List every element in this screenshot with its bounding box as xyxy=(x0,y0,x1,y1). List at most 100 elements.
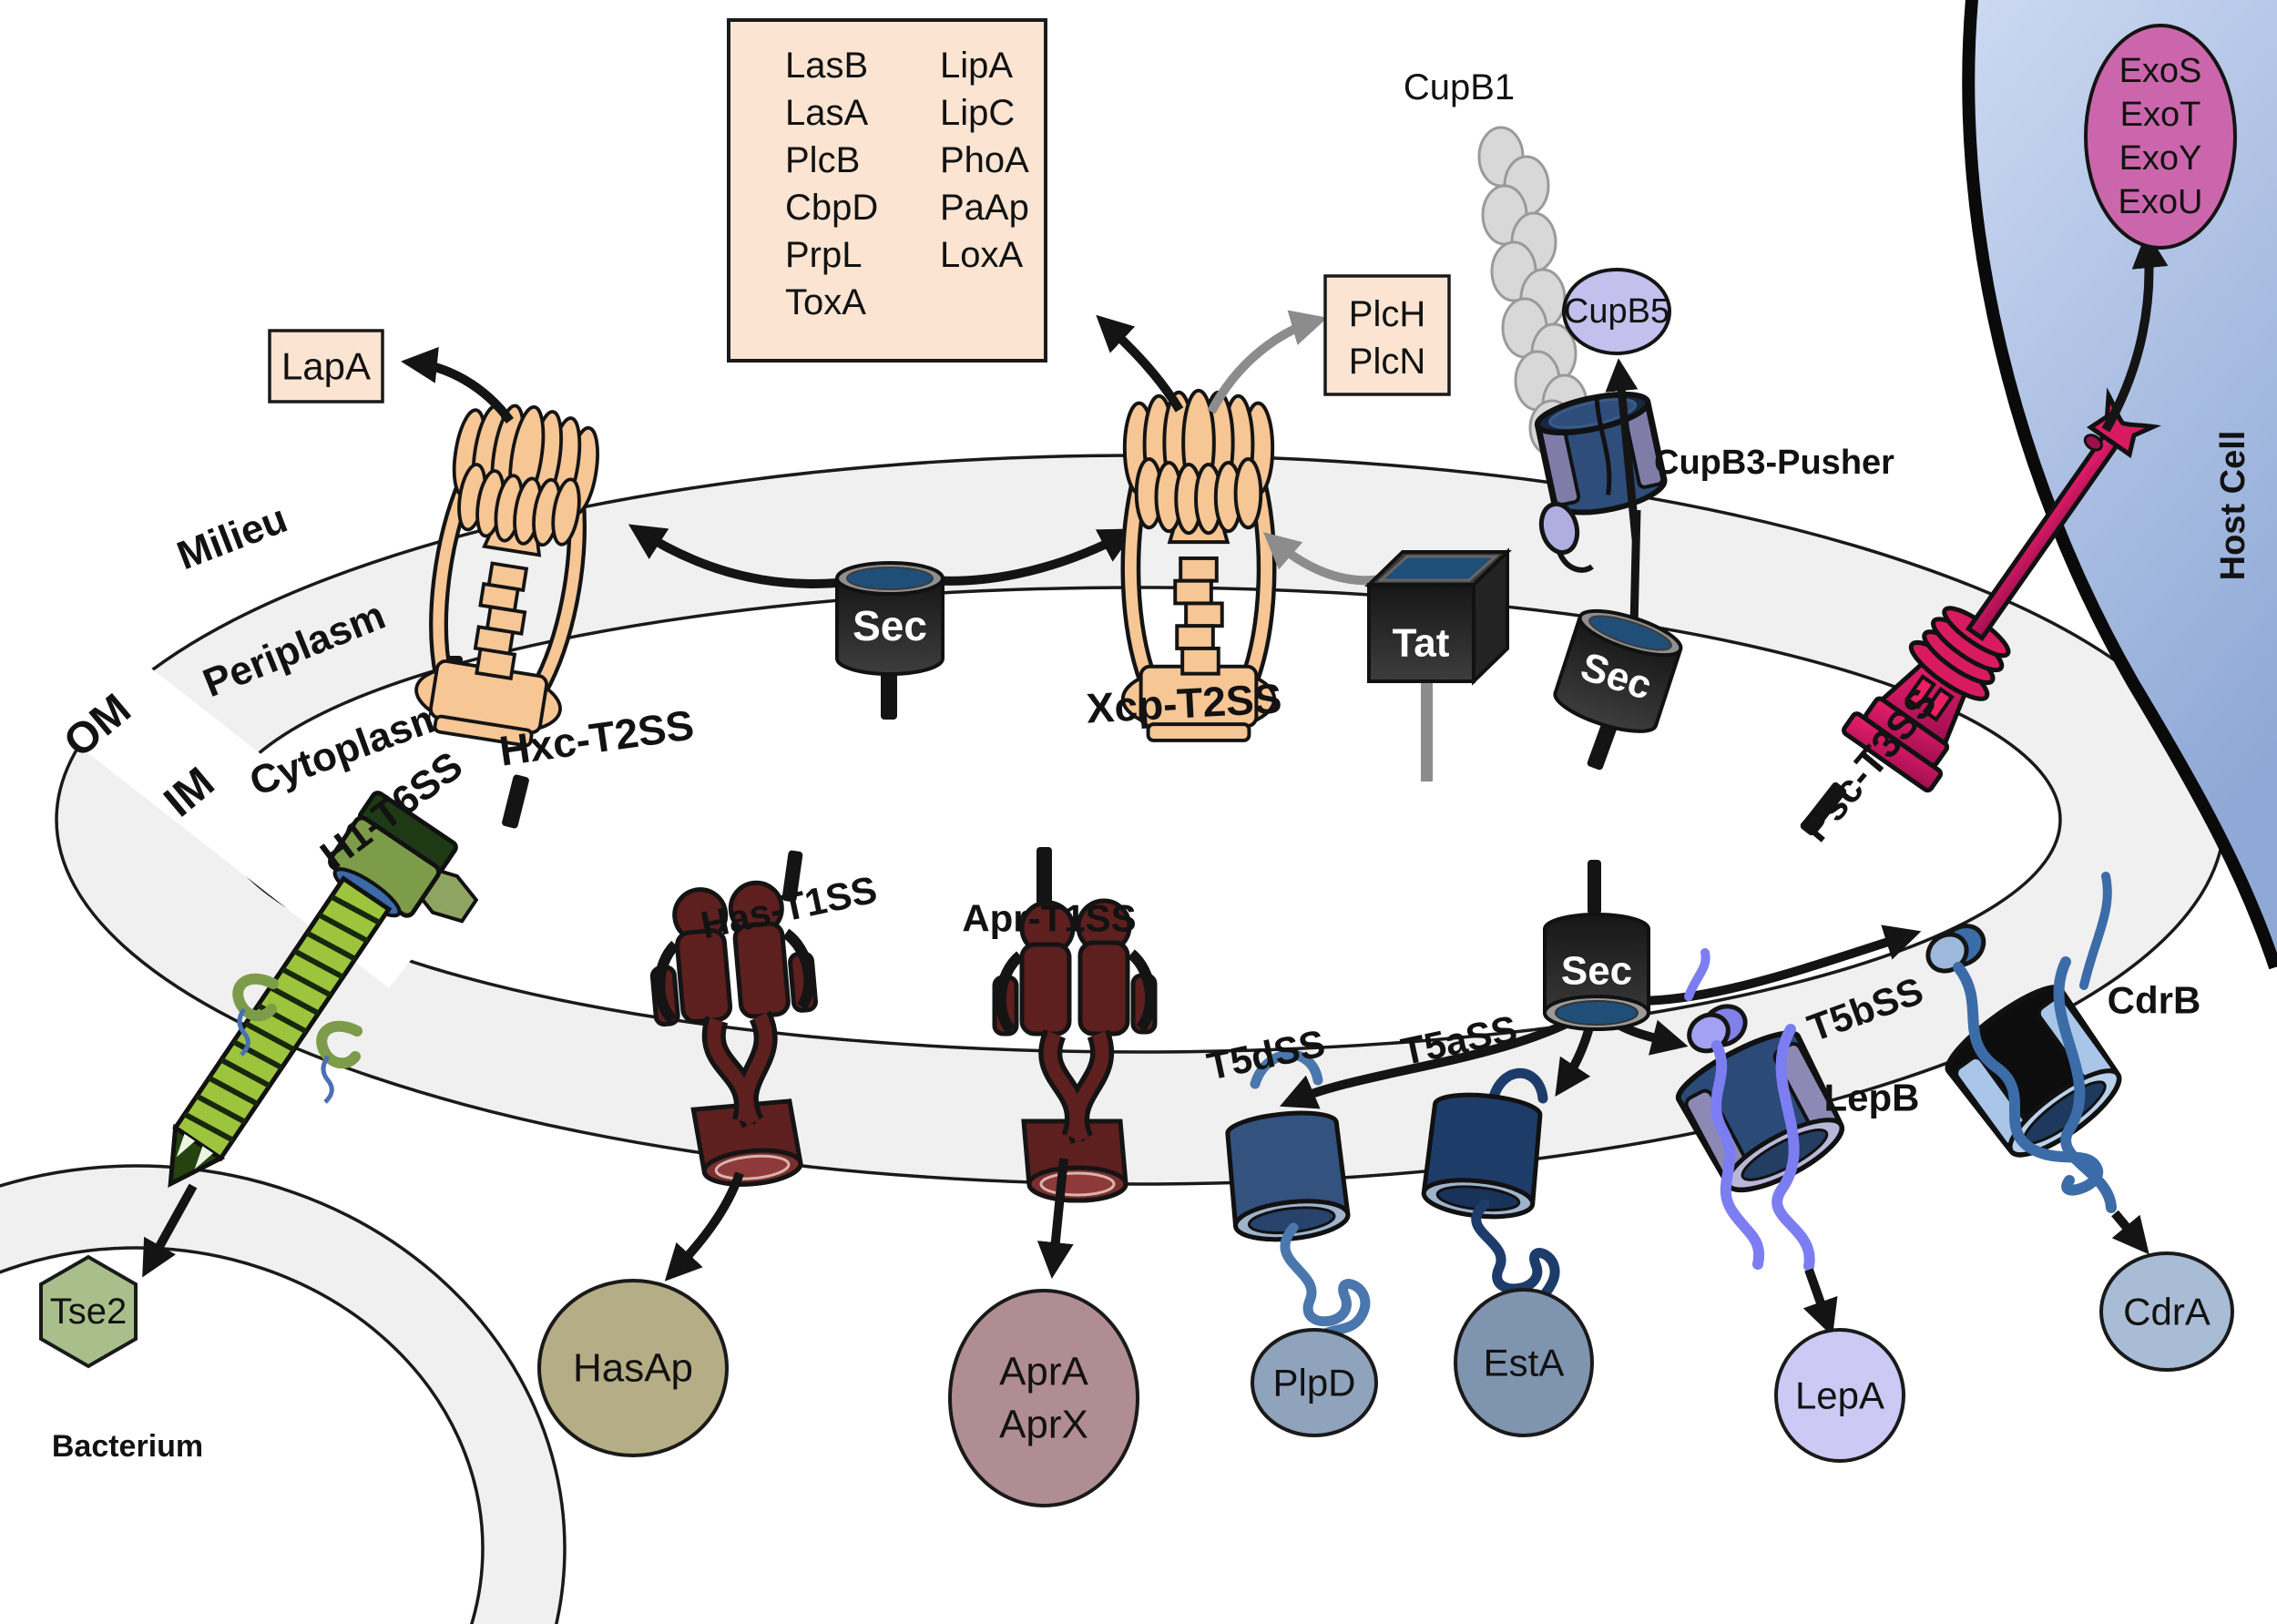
lepb-passenger-top xyxy=(1684,948,1710,1001)
hxc-t2ss-machine-icon xyxy=(410,395,606,750)
lepa-ellipse xyxy=(1774,1328,1905,1463)
substrate-plcb: PlcB xyxy=(785,140,860,180)
platform-bar-sec2 xyxy=(1587,716,1619,771)
host-cell-body xyxy=(1968,0,2277,967)
cdrb-barrel xyxy=(1945,985,2122,1158)
esta-ellipse xyxy=(1454,1288,1594,1437)
host-cell-membrane xyxy=(1962,0,2277,970)
substrate-loxa: LoxA xyxy=(940,235,1023,275)
substrate-lasb: LasB xyxy=(785,46,868,86)
substrate-lipc: LipC xyxy=(940,93,1015,133)
label-tat: Tat xyxy=(1393,621,1450,666)
label-sec-3: Sec xyxy=(1561,949,1632,994)
platform-bar-has xyxy=(781,850,803,903)
plpd-ellipse xyxy=(1251,1328,1378,1437)
substrate-cbpd: CbpD xyxy=(785,188,878,228)
label-cupb1: CupB1 xyxy=(1404,67,1515,107)
t2ss-substrate-list: LasB LasA PlcB CbpD PrpL ToxA LipA LipC … xyxy=(785,46,1029,322)
platform-bar-sec1 xyxy=(881,665,897,720)
label-lepa: LepA xyxy=(1795,1374,1884,1417)
platform-bar-h1 xyxy=(502,774,529,829)
label-cupb3-pusher: CupB3-Pusher xyxy=(1654,444,1894,482)
t3ss-effector-ellipse xyxy=(2084,24,2237,250)
label-plpd: PlpD xyxy=(1272,1362,1355,1404)
lepb-passenger-strand-2 xyxy=(1772,1024,1815,1272)
cdra-strand-top xyxy=(2079,872,2112,990)
arrow-h1-to-tse2 xyxy=(142,1183,198,1278)
sec-translocase-3: Sec xyxy=(1543,913,1650,1031)
psc-t3ss-injectisome xyxy=(1842,387,2162,793)
label-tse2: Tse2 xyxy=(50,1292,128,1332)
arrow-psc-to-effectors xyxy=(2101,231,2169,433)
tse2-hexagon xyxy=(39,1254,138,1369)
hasap-ellipse xyxy=(537,1279,729,1457)
arrow-cupb3-to-cupb5 xyxy=(1605,358,1640,540)
sec-translocase-1: Sec xyxy=(835,561,944,676)
label-xcp-t2ss: Xcp-T2SS xyxy=(1085,674,1282,731)
t5a-passenger-top xyxy=(1486,1067,1548,1109)
label-milieu: Milieu xyxy=(171,496,293,578)
apra-aprx-ellipse xyxy=(948,1289,1139,1507)
lapa-box xyxy=(268,329,384,403)
label-hasap: HasAp xyxy=(573,1346,693,1391)
h1-t6ss-machine xyxy=(168,791,479,1188)
cupb-chaperone-tail xyxy=(1557,550,1594,573)
platform-bar-apr xyxy=(1036,847,1052,905)
label-plcn: PlcN xyxy=(1349,342,1425,382)
label-esta: EstA xyxy=(1484,1342,1565,1384)
arrow-xcp-to-substrate-box xyxy=(1096,314,1184,413)
tat-stem xyxy=(1421,679,1433,781)
substrate-lipa: LipA xyxy=(940,46,1013,86)
effector-exot: ExoT xyxy=(2120,96,2201,134)
arrow-sec3-to-t5d xyxy=(1279,1010,1588,1109)
label-cdrb: CdrB xyxy=(2108,979,2201,1022)
substrate-toxa: ToxA xyxy=(785,282,866,322)
label-sec-1: Sec xyxy=(853,602,927,649)
t2ss-substrate-box xyxy=(727,18,1047,363)
substrate-lasa: LasA xyxy=(785,93,868,133)
t5ass-barrel xyxy=(1421,1092,1543,1220)
h1-effector-hook-1 xyxy=(232,973,279,1022)
label-apr-t1ss: Apr-T1SS xyxy=(962,897,1136,940)
sec-translocase-2: Sec xyxy=(1548,599,1688,742)
t5dss-barrel xyxy=(1225,1110,1351,1242)
cupb-chaperone-blob xyxy=(1538,501,1580,556)
bacterial-envelope-ring xyxy=(1,454,2226,1186)
lepb-passenger-strand-1 xyxy=(1710,1040,1765,1270)
platform-bar-sec3 xyxy=(1588,860,1601,914)
plc-box xyxy=(1323,274,1451,396)
arrow-hxc-to-lapa xyxy=(401,346,515,424)
h1-hook-squiggle-1 xyxy=(237,1007,250,1057)
effector-exoy: ExoY xyxy=(2119,139,2202,178)
h1-effector-hook-2 xyxy=(316,1020,362,1069)
arrow-cdrb-to-cdra xyxy=(2111,1210,2149,1255)
t5d-passenger-top xyxy=(1250,1049,1323,1089)
arrow-xcp-to-plc-box xyxy=(1207,310,1328,414)
label-host-cell: Host Cell xyxy=(2214,431,2252,581)
tat-translocase: Tat xyxy=(1364,547,1512,781)
arrow-has-to-hasap xyxy=(664,1171,744,1282)
h1-hook-squiggle-2 xyxy=(321,1055,334,1104)
label-aprx: AprX xyxy=(999,1403,1088,1447)
arrow-apr-to-apra xyxy=(1036,1158,1074,1279)
t3ss-effector-list: ExoS ExoT ExoY ExoU xyxy=(2119,52,2203,221)
t5d-passenger-coil xyxy=(1280,1222,1371,1352)
tat-cube-front xyxy=(1367,583,1475,683)
label-bacterium: Bacterium xyxy=(52,1429,203,1464)
label-apra: AprA xyxy=(999,1350,1088,1394)
cupb5-ellipse xyxy=(1562,268,1671,355)
substrate-paap: PaAp xyxy=(940,188,1029,228)
t5a-passenger-coil xyxy=(1471,1199,1560,1324)
effector-exou: ExoU xyxy=(2119,183,2203,221)
label-cdra: CdrA xyxy=(2123,1291,2211,1333)
cdra-ellipse xyxy=(2099,1251,2234,1372)
bacterium-cell-ring xyxy=(0,1164,567,1624)
label-plch: PlcH xyxy=(1349,294,1425,334)
label-lepb: LepB xyxy=(1824,1077,1920,1119)
tat-cube-top-channel xyxy=(1377,555,1499,582)
substrate-phoa: PhoA xyxy=(940,140,1029,180)
arrow-lepb-to-lepa xyxy=(1802,1268,1838,1337)
host-cell xyxy=(1962,0,2277,970)
